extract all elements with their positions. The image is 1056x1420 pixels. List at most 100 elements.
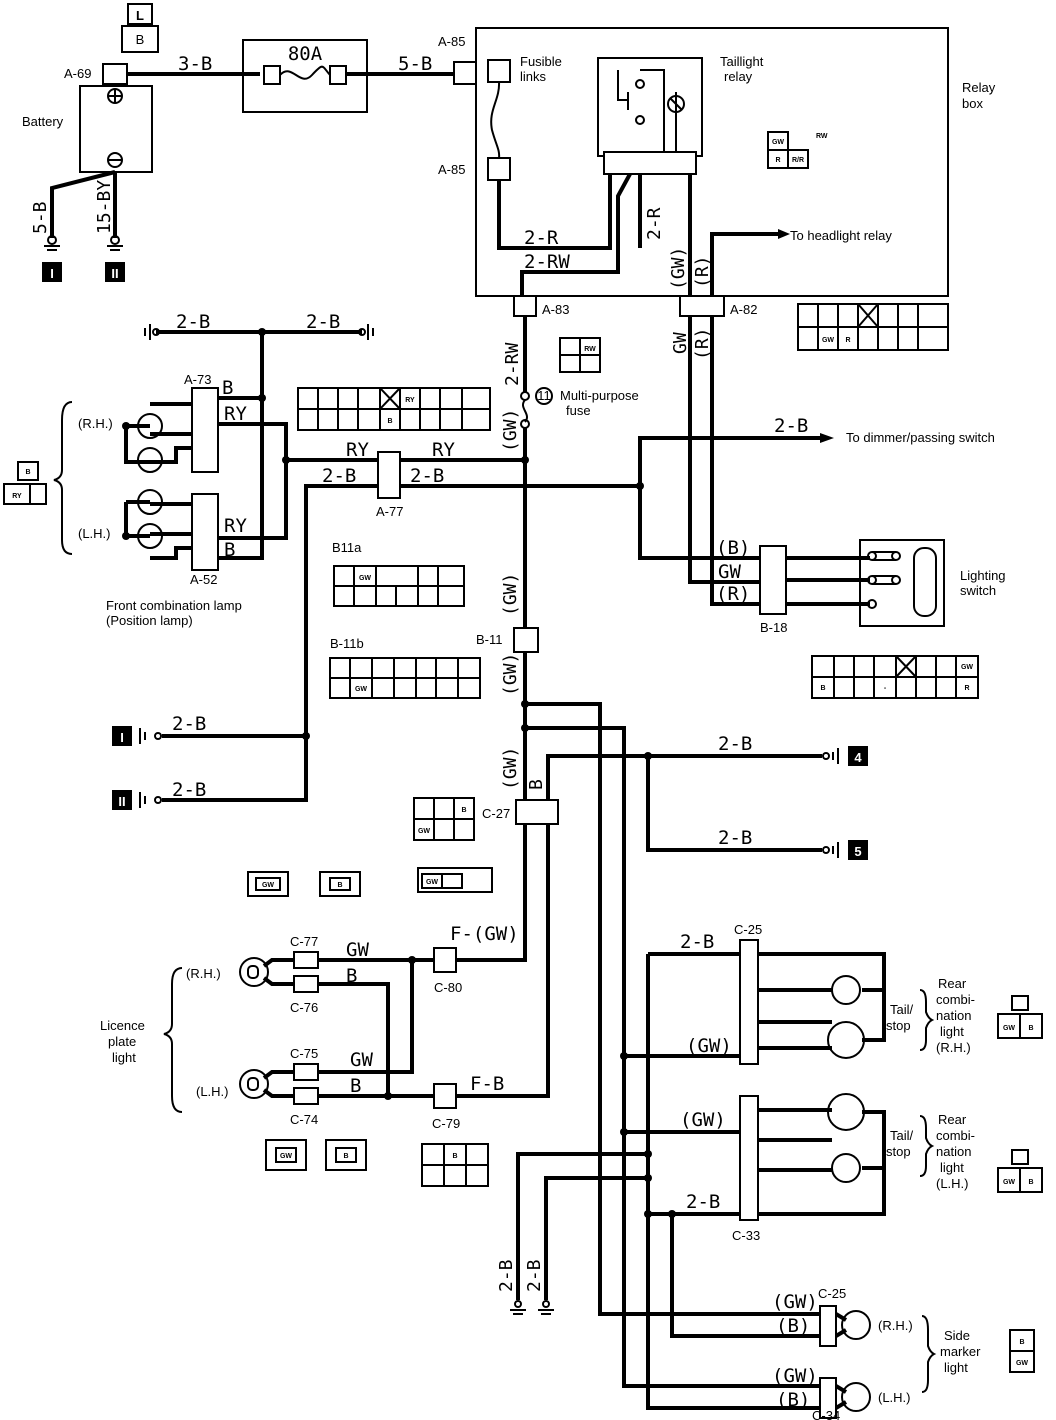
wire-gw-sm-lh-label: (GW) [772, 1365, 818, 1387]
wire-2rw-label: 2-RW [524, 251, 570, 273]
wire-2r-v-label: 2-R [644, 207, 665, 240]
svg-text:B: B [452, 1153, 457, 1160]
svg-text:11: 11 [537, 388, 551, 403]
wire-gw-relay-label: (GW) [668, 247, 689, 290]
connector-c76 [293, 975, 319, 993]
ground-tag-1 [42, 262, 62, 282]
wire-5b-ground [50, 170, 116, 238]
c76-label: C-76 [290, 1000, 318, 1015]
a69-label: A-69 [64, 66, 91, 81]
svg-text:B: B [337, 882, 342, 889]
connector-c25-rear [739, 939, 759, 1065]
svg-text:80A: 80A [288, 43, 323, 65]
c77-label: C-77 [290, 934, 318, 949]
connector-a77 [377, 451, 401, 499]
fusible-link-wire [490, 81, 501, 159]
wire-gw-c25-label: (GW) [686, 1035, 732, 1057]
ground-tag-2 [105, 262, 125, 282]
tail-stop-lh-label: Tail/stop [886, 1128, 914, 1159]
small-connector-icons: GW B GW [247, 867, 493, 897]
wire-gw-c75-label: GW [350, 1049, 373, 1071]
side-marker-pin-diagram: B GW [1009, 1329, 1035, 1373]
ground-icon [44, 235, 123, 251]
position-lamp-lh-2-icon [137, 523, 163, 549]
wire-2b-gnd-a [516, 1152, 648, 1300]
wire-b-a52-label: B [224, 539, 235, 561]
wire-f-b [456, 824, 550, 1098]
c74-label: C-74 [290, 1112, 318, 1127]
wire-gw-a82 [688, 316, 760, 584]
svg-text:GW: GW [262, 882, 274, 889]
ground-icon [139, 728, 162, 808]
lh-label: (L.H.) [78, 526, 111, 541]
a82-label: A-82 [730, 302, 757, 317]
svg-text:B: B [387, 418, 392, 425]
battery-terminal [102, 63, 128, 85]
svg-text:4: 4 [854, 750, 862, 765]
wire-b-sm-lh-label: (B) [776, 1389, 810, 1411]
svg-text:GW: GW [961, 664, 973, 671]
wire-gw-sidemarker-rh [525, 702, 820, 1316]
connector-c34 [819, 1377, 837, 1419]
connector-b11 [513, 627, 539, 653]
licence-lamp-lh-icon [239, 1069, 269, 1099]
ground-tag-5 [848, 840, 868, 860]
wire-gw-b11-dn-label: (GW) [500, 653, 521, 696]
rear-stop-lamp-rh-icon [827, 1021, 865, 1059]
connector-c27 [515, 799, 559, 825]
wire-gw-fuse-label: (GW) [500, 409, 521, 452]
rear-tail-lamp-rh-icon [831, 975, 861, 1005]
a73-pin-diagram: RY B [297, 387, 491, 431]
ground-tag-2b [112, 790, 132, 810]
front-combination-lamp-label: Front combination lamp(Position lamp) [106, 598, 242, 628]
connector-c77 [293, 951, 319, 969]
svg-text:B: B [136, 32, 145, 47]
ground-tag-4 [848, 746, 868, 766]
connector-a82 [679, 295, 725, 317]
wire-ry-left-label: RY [346, 439, 369, 461]
multipurpose-fuse-icon [522, 399, 528, 423]
connector-b18 [759, 545, 787, 615]
wire-2b-right-label: 2-B [410, 465, 444, 487]
connector-c80 [433, 947, 457, 973]
svg-text:R: R [964, 685, 969, 692]
c27-pin-diagram: GW B [413, 797, 475, 841]
wire-b18-gw-label: GW [718, 561, 741, 583]
wire-gw-b11-up-label: (GW) [500, 573, 521, 616]
wire-2b-gnd-b-label: 2-B [524, 1259, 545, 1292]
svg-text:I: I [50, 266, 54, 281]
svg-text:RY: RY [405, 397, 415, 404]
svg-text:GW: GW [822, 337, 834, 344]
fusible-link-bottom [487, 157, 511, 181]
wire-r-a82-label: (R) [692, 327, 713, 360]
licence-rh-label: (R.H.) [186, 966, 221, 981]
svg-text:GW: GW [280, 1153, 292, 1160]
svg-text:GW: GW [355, 686, 367, 693]
svg-text:RW: RW [816, 133, 828, 140]
svg-text:GW: GW [1003, 1025, 1015, 1032]
to-dimmer-label: To dimmer/passing switch [846, 430, 995, 445]
wire-b18-r-label: (R) [716, 583, 750, 605]
switch-knob-icon [913, 547, 937, 617]
a85-top-label: A-85 [438, 34, 465, 49]
connector-a52 [191, 493, 219, 571]
svg-text:I: I [120, 730, 124, 745]
ground-icon [510, 1300, 554, 1315]
c33-label: C-33 [732, 1228, 760, 1243]
wire-2r [497, 174, 612, 250]
svg-text:GW: GW [418, 828, 430, 835]
b11b-label: B-11b [330, 636, 364, 651]
wire-2b-left-label: 2-B [322, 465, 356, 487]
wire-r-relay-label: (R) [692, 255, 713, 288]
b18-label: B-18 [760, 620, 787, 635]
svg-text:5: 5 [854, 844, 861, 859]
c80-label: C-80 [434, 980, 462, 995]
connector-c74 [293, 1087, 319, 1105]
